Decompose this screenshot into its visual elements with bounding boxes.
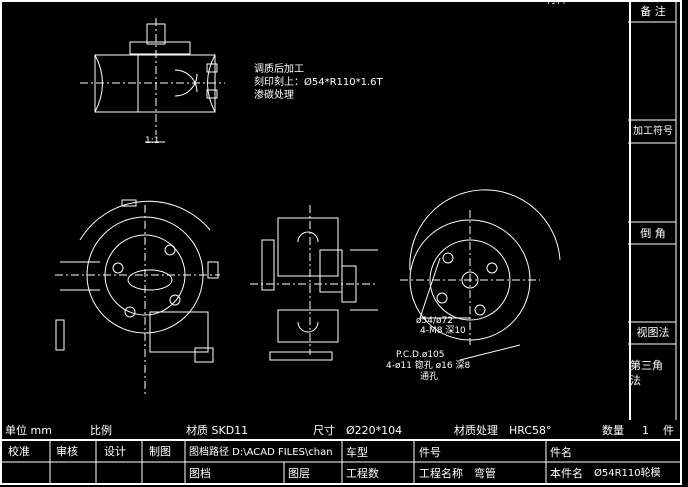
roll-section-view[interactable] [80, 18, 225, 143]
rear-view-circle[interactable] [400, 189, 561, 361]
material-label: 材质 SKD11 [186, 424, 249, 437]
this-part-name: Ø54R110轮模 [594, 468, 661, 479]
this-part-label: 本件名 [550, 467, 583, 480]
check-label: 校准 [8, 445, 30, 458]
section-scale-label: 1:1 [145, 136, 160, 146]
part-no-label: 件号 [419, 446, 441, 459]
size-label: 尺寸 [313, 424, 335, 437]
part-name-label: 件名 [550, 446, 572, 459]
project-name: 弯管 [474, 467, 496, 480]
dim-label-2: 4-M8 深10 [420, 326, 466, 336]
review-label: 审核 [56, 445, 78, 458]
view-method-label: 视图法 [636, 326, 670, 339]
hole-note: 4-ø11 锪孔 ø16 深8 [386, 361, 471, 371]
unit-label: 单位 mm [5, 424, 52, 437]
front-view-circle[interactable] [55, 199, 220, 395]
scale-label: 比例 [90, 424, 112, 437]
third-angle-label: 第三角法 [630, 359, 663, 387]
quantity-label: 数量 [602, 424, 624, 437]
project-no-label: 工程数 [346, 467, 379, 480]
machining-symbol-label: 加工符号 [633, 126, 673, 137]
size-value: Ø220*104 [346, 424, 403, 437]
chamfer-label: 倒 角 [640, 227, 666, 240]
quantity-unit: 件 [663, 424, 674, 437]
drawing-file-label: 图档 [189, 467, 211, 480]
file-path: 图档路径 D:\ACAD FILES\chan [189, 447, 333, 458]
car-type-label: 车型 [346, 446, 368, 459]
note-carburize: 渗碳处理 [254, 90, 294, 101]
draw-label: 制图 [149, 445, 171, 458]
quantity-value: 1 [642, 424, 649, 437]
design-label: 设计 [104, 445, 126, 458]
note-marking: 刻印刻上：Ø54*R110*1.6T [254, 77, 383, 88]
remarks-label: 备 注 [640, 5, 666, 18]
note-heat-treat: 调质后加工 [254, 64, 304, 75]
top-right-label: 材料 [546, 0, 566, 6]
hole-note-2: 通孔 [420, 372, 439, 382]
side-section-view[interactable] [250, 205, 378, 361]
project-name-label: 工程名称 [419, 467, 463, 480]
heat-treatment-label: 材质处理 [454, 424, 498, 437]
layer-label: 图层 [288, 467, 310, 480]
dim-label: ø54/ø72 [416, 316, 453, 326]
pcd-label: P.C.D.ø105 [396, 350, 445, 360]
hardness-value: HRC58° [509, 424, 552, 437]
